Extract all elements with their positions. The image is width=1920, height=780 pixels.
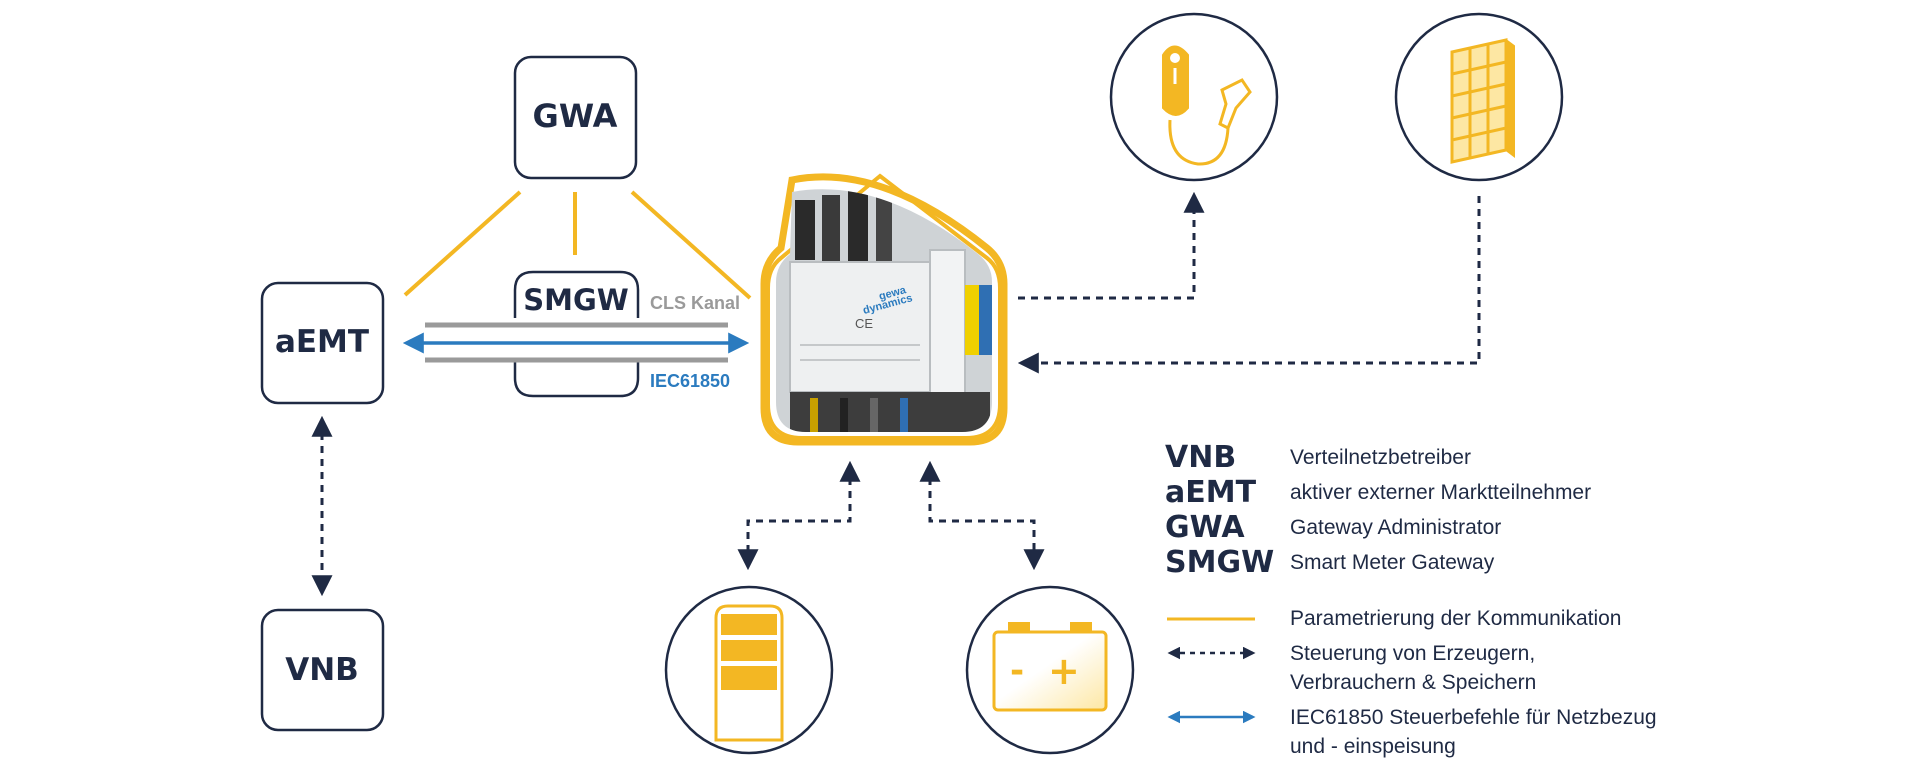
legend-abbr: VNB — [1165, 440, 1237, 475]
legend-abbr: GWA — [1165, 510, 1245, 545]
gwa-device-line — [630, 190, 752, 300]
legend-abbr: aEMT — [1165, 475, 1257, 510]
cls-channel-label: CLS Kanal — [650, 293, 740, 313]
vnb-label: VNB — [285, 652, 359, 688]
legend-key-text: IEC61850 Steuerbefehle für Netzbezug — [1290, 706, 1657, 729]
legend-key-control: Steuerung von Erzeugern, Verbrauchern & … — [1165, 639, 1725, 697]
legend-abbr-definition: Verteilnetzbetreiber — [1290, 445, 1471, 469]
ce-mark: CE — [855, 316, 873, 331]
legend-key-text: Verbrauchern & Speichern — [1290, 671, 1537, 694]
ev-charger-node — [1109, 12, 1279, 182]
legend-abbr-row: aEMT aktiver externer Marktteilnehmer — [1165, 475, 1725, 510]
legend-abbr: SMGW — [1165, 545, 1275, 580]
gwa-label: GWA — [533, 97, 618, 135]
gwa-node: GWA — [513, 55, 638, 180]
controller-house: gewa dynamics CE — [760, 173, 1008, 446]
legend-abbr-definition: aktiver externer Marktteilnehmer — [1290, 480, 1592, 504]
heat-storage-node — [664, 585, 834, 755]
legend-abbr-row: GWA Gateway Administrator — [1165, 510, 1725, 545]
solar-panel-icon — [1450, 38, 1515, 164]
battery-icon: - + — [992, 622, 1108, 712]
heat-storage-icon — [714, 604, 784, 742]
iec61850-label: IEC61850 — [650, 371, 730, 391]
legend-key-text: und - einspeisung — [1290, 735, 1456, 758]
smgw-top-cap — [513, 270, 640, 318]
legend-abbr-row: VNB Verteilnetzbetreiber — [1165, 440, 1725, 475]
battery-node: - + — [965, 585, 1135, 755]
legend-abbr-definition: Gateway Administrator — [1290, 515, 1502, 539]
gwa-aemt-line — [403, 190, 522, 297]
legend-abbr-definition: Smart Meter Gateway — [1290, 550, 1495, 574]
legend-key-parametrization: Parametrierung der Kommunikation — [1165, 604, 1725, 633]
solar-device-control-arrow — [1017, 196, 1481, 374]
legend-abbr-row: SMGW Smart Meter Gateway — [1165, 545, 1725, 580]
aemt-label: aEMT — [275, 324, 369, 360]
battery-minus: - — [1010, 651, 1024, 691]
legend-key-iec61850: IEC61850 Steuerbefehle für Netzbezug und… — [1165, 703, 1725, 761]
legend: VNB Verteilnetzbetreiber aEMT aktiver ex… — [1165, 440, 1725, 761]
legend-key-text: Parametrierung der Kommunikation — [1290, 607, 1622, 630]
battery-plus: + — [1048, 649, 1080, 693]
legend-swatch-yellow-line — [1165, 604, 1290, 632]
device-ev-control-arrow — [1018, 191, 1205, 300]
ev-charger-icon — [1162, 45, 1252, 166]
device-battery-control-arrow — [919, 460, 1045, 571]
aemt-node: aEMT — [260, 281, 385, 405]
legend-key-text: Steuerung von Erzeugern, — [1290, 642, 1536, 665]
legend-swatch-blue-arrow — [1165, 703, 1290, 731]
vnb-node: VNB — [260, 608, 385, 732]
smgw-bottom-cap — [513, 360, 640, 398]
smgw-label: SMGW — [523, 283, 629, 317]
device-heat-control-arrow — [737, 460, 861, 571]
legend-swatch-dashed-arrow — [1165, 639, 1290, 667]
solar-panel-node — [1394, 12, 1564, 182]
